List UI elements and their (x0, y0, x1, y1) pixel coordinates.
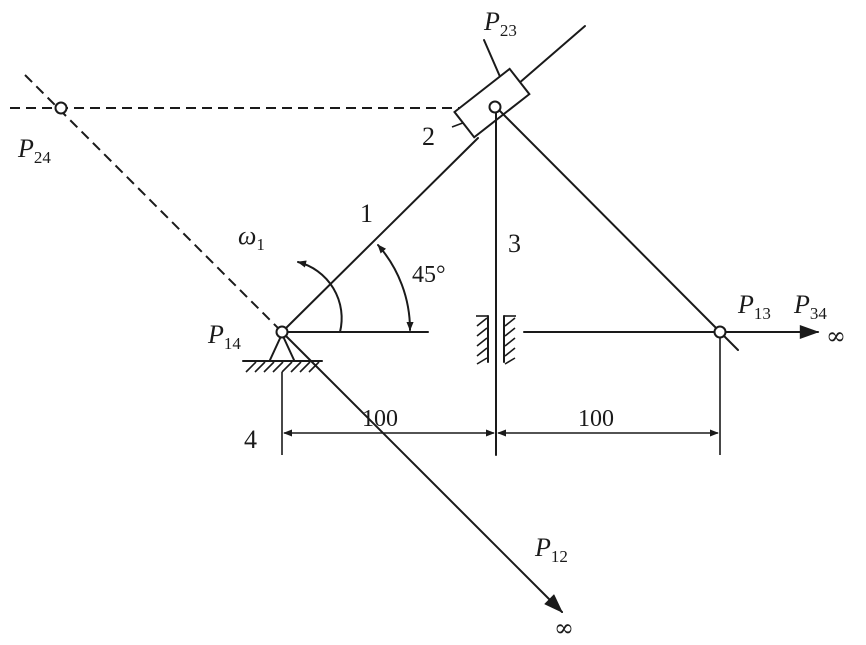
label-dim-left: 100 (362, 406, 398, 432)
label-p24: P24 (17, 134, 51, 167)
guide-right (503, 315, 516, 365)
angle-45-arc (377, 244, 414, 331)
joint-p23 (488, 100, 502, 114)
slider-guide-line (517, 25, 586, 85)
dashed-diagonal-line (24, 74, 283, 333)
label-inf-p12: ∞ (554, 614, 574, 642)
ground-support (242, 333, 323, 373)
label-p34: P34 (793, 290, 827, 323)
label-angle-45: 45° (412, 262, 446, 288)
label-p14: P14 (207, 320, 241, 353)
omega-arrow (297, 260, 343, 333)
label-p13: P13 (737, 290, 771, 323)
label-p23: P23 (483, 7, 517, 40)
label-link-3: 3 (508, 229, 521, 258)
joint-p14 (275, 325, 289, 339)
guide-left (476, 315, 489, 365)
label-link-4: 4 (244, 425, 257, 454)
link-1-crank (281, 137, 479, 333)
label-link-1: 1 (360, 199, 373, 228)
label-p12: P12 (534, 533, 568, 566)
label-omega: ω1 (238, 221, 265, 254)
link-diagonal-to-p13 (495, 106, 739, 351)
p12-direction-line (281, 331, 563, 613)
joint-p13 (713, 325, 727, 339)
joint-p24 (54, 101, 68, 115)
label-inf-p34: ∞ (826, 322, 846, 350)
label-link-2: 2 (422, 122, 435, 151)
label-dim-right: 100 (578, 406, 614, 432)
